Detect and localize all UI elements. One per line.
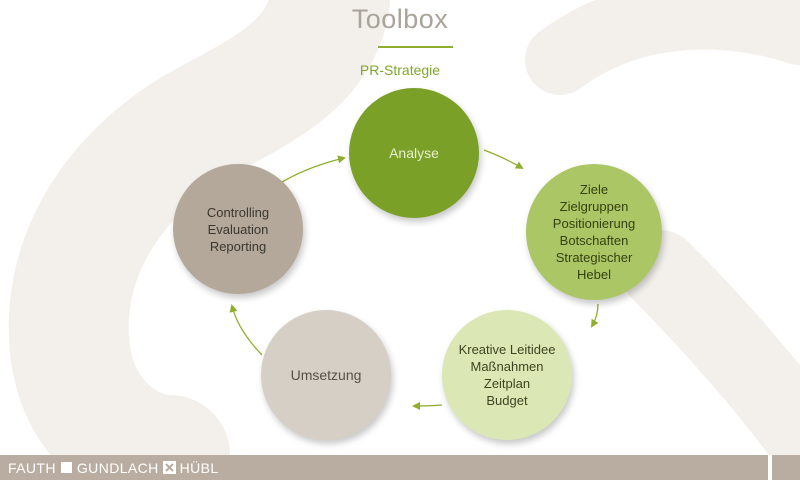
square-icon <box>60 462 72 473</box>
footer-bar: FAUTH GUNDLACH HÜBL <box>0 455 768 480</box>
cycle-node-controlling: Controlling Evaluation Reporting <box>173 164 303 294</box>
node-label: Budget <box>486 393 528 408</box>
cycle-node-kreative-leitidee: Kreative Leitidee Maßnahmen Zeitplan Bud… <box>442 310 572 440</box>
arrow-umsetzung-to-controlling <box>229 304 263 356</box>
brand-name-huebl: HÜBL <box>179 459 219 476</box>
node-label: Umsetzung <box>290 366 362 383</box>
footer-end-block <box>772 455 800 480</box>
cycle-node-ziele: Ziele Zielgruppen Positionierung Botscha… <box>526 164 662 300</box>
brand-name-gundlach: GUNDLACH <box>76 459 159 476</box>
brand-name-fauth: FAUTH <box>8 459 56 476</box>
node-label: Hebel <box>577 267 611 282</box>
arrow-kreativ-to-umsetzung <box>412 401 443 410</box>
node-label: Maßnahmen <box>470 359 544 374</box>
cycle-arrows <box>229 149 599 410</box>
node-label: Botschaften <box>559 233 629 248</box>
node-label: Reporting <box>209 238 267 254</box>
node-label: Evaluation <box>207 221 269 237</box>
brand-logo: FAUTH GUNDLACH HÜBL <box>0 460 219 476</box>
title-underline <box>378 46 453 48</box>
node-label: Controlling <box>206 204 270 220</box>
arrow-controlling-to-analyse <box>281 155 346 183</box>
ampersand-icon <box>162 461 176 474</box>
node-label: Analyse <box>389 144 439 161</box>
node-label: Ziele <box>579 182 609 197</box>
node-label: Zielgruppen <box>559 199 629 214</box>
node-label: Zeitplan <box>483 376 531 391</box>
arrow-ziele-to-kreativ <box>590 303 599 328</box>
node-label: Kreative Leitidee <box>458 342 556 357</box>
ampersand-watermark-icon <box>8 0 800 455</box>
cycle-node-umsetzung: Umsetzung <box>261 310 391 440</box>
arrow-analyse-to-ziele <box>483 149 524 170</box>
page-subtitle: PR-Strategie <box>359 62 441 78</box>
cycle-node-analyse: Analyse <box>349 88 479 218</box>
node-label: Strategischer <box>555 250 633 265</box>
node-label: Positionierung <box>552 216 636 231</box>
page-title: Toolbox <box>351 4 449 34</box>
